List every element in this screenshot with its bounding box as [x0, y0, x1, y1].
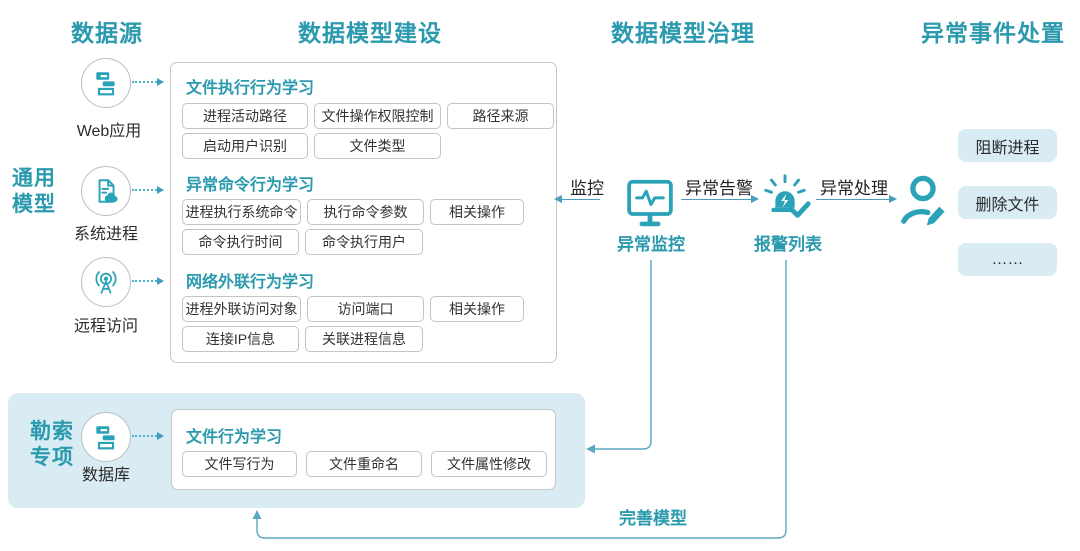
arrow-monitor-left — [554, 195, 600, 203]
node-label-anomaly-monitor: 异常监控 — [617, 235, 685, 254]
server-stack-icon — [96, 426, 115, 450]
source-label-web: Web应用 — [76, 123, 142, 140]
section-title-network: 网络外联行为学习 — [186, 274, 315, 291]
dotted-arrow — [132, 186, 164, 194]
general-model-label: 通用模型 — [12, 167, 56, 216]
flow-label-monitor: 监控 — [570, 179, 604, 198]
section-title-file-behavior: 文件行为学习 — [186, 429, 283, 446]
model-feature-chip: 路径来源 — [447, 103, 554, 129]
ransomware-label: 勒索专项 — [30, 420, 74, 469]
header-model-build: 数据模型建设 — [298, 20, 442, 46]
chip-row: 启动用户识别 文件类型 — [182, 133, 441, 159]
chip-row: 连接IP信息 关联进程信息 — [182, 326, 423, 352]
model-feature-chip: 执行命令参数 — [307, 199, 424, 225]
monitor-pulse-icon — [627, 179, 673, 227]
source-circle-database — [81, 412, 131, 462]
model-build-panel: 文件执行行为学习 进程活动路径 文件操作权限控制 路径来源 启动用户识别 文件类… — [170, 62, 557, 363]
flow-label-alert: 异常告警 — [685, 179, 753, 198]
arrow-handle-right — [816, 195, 897, 203]
model-feature-chip: 连接IP信息 — [182, 326, 299, 352]
header-model-governance: 数据模型治理 — [611, 20, 755, 46]
model-feature-chip: 命令执行用户 — [305, 229, 423, 255]
model-feature-chip: 启动用户识别 — [182, 133, 308, 159]
model-feature-chip: 文件属性修改 — [431, 451, 547, 477]
model-feature-chip: 相关操作 — [430, 199, 524, 225]
model-feature-chip: 进程活动路径 — [182, 103, 308, 129]
server-stack-icon — [96, 72, 115, 96]
model-feature-chip: 关联进程信息 — [305, 326, 423, 352]
chip-row: 命令执行时间 命令执行用户 — [182, 229, 423, 255]
model-feature-chip: 进程执行系统命令 — [182, 199, 301, 225]
header-event-handling: 异常事件处置 — [921, 20, 1065, 46]
document-cloud-icon — [98, 179, 118, 203]
header-data-source: 数据源 — [71, 20, 143, 46]
chip-row: 文件写行为 文件重命名 文件属性修改 — [182, 451, 547, 477]
action-block-process: 阻断进程 — [958, 129, 1057, 162]
model-feature-chip: 文件类型 — [314, 133, 441, 159]
dotted-arrow — [132, 432, 164, 440]
source-label-remote: 远程访问 — [73, 318, 139, 335]
model-feature-chip: 命令执行时间 — [182, 229, 299, 255]
node-label-alarm-list: 报警列表 — [754, 235, 822, 254]
source-label-process: 系统进程 — [73, 226, 139, 243]
dotted-arrow — [132, 78, 164, 86]
feedback-label: 完善模型 — [619, 509, 687, 528]
flow-label-handle: 异常处理 — [820, 179, 888, 198]
operator-edit-icon — [901, 175, 945, 226]
model-feature-chip: 文件操作权限控制 — [314, 103, 441, 129]
model-feature-chip: 访问端口 — [307, 296, 424, 322]
source-circle-remote — [81, 257, 131, 307]
model-feature-chip: 文件重命名 — [306, 451, 422, 477]
action-more: …… — [958, 243, 1057, 276]
model-feature-chip: 进程外联访问对象 — [182, 296, 301, 322]
broadcast-icon — [95, 271, 117, 294]
source-circle-process — [81, 166, 131, 216]
dotted-arrow — [132, 277, 164, 285]
source-circle-web — [81, 58, 131, 108]
section-title-file-exec: 文件执行行为学习 — [186, 80, 315, 97]
arrow-alert-right — [681, 195, 759, 203]
model-feature-chip: 相关操作 — [430, 296, 524, 322]
chip-row: 进程外联访问对象 访问端口 相关操作 — [182, 296, 524, 322]
section-title-command: 异常命令行为学习 — [186, 177, 315, 194]
chip-row: 进程活动路径 文件操作权限控制 路径来源 — [182, 103, 554, 129]
chip-row: 进程执行系统命令 执行命令参数 相关操作 — [182, 199, 524, 225]
ransomware-panel: 文件行为学习 文件写行为 文件重命名 文件属性修改 — [171, 409, 556, 490]
model-feature-chip: 文件写行为 — [182, 451, 297, 477]
source-label-database: 数据库 — [81, 467, 131, 484]
siren-check-icon — [764, 174, 811, 218]
action-delete-file: 删除文件 — [958, 186, 1057, 219]
